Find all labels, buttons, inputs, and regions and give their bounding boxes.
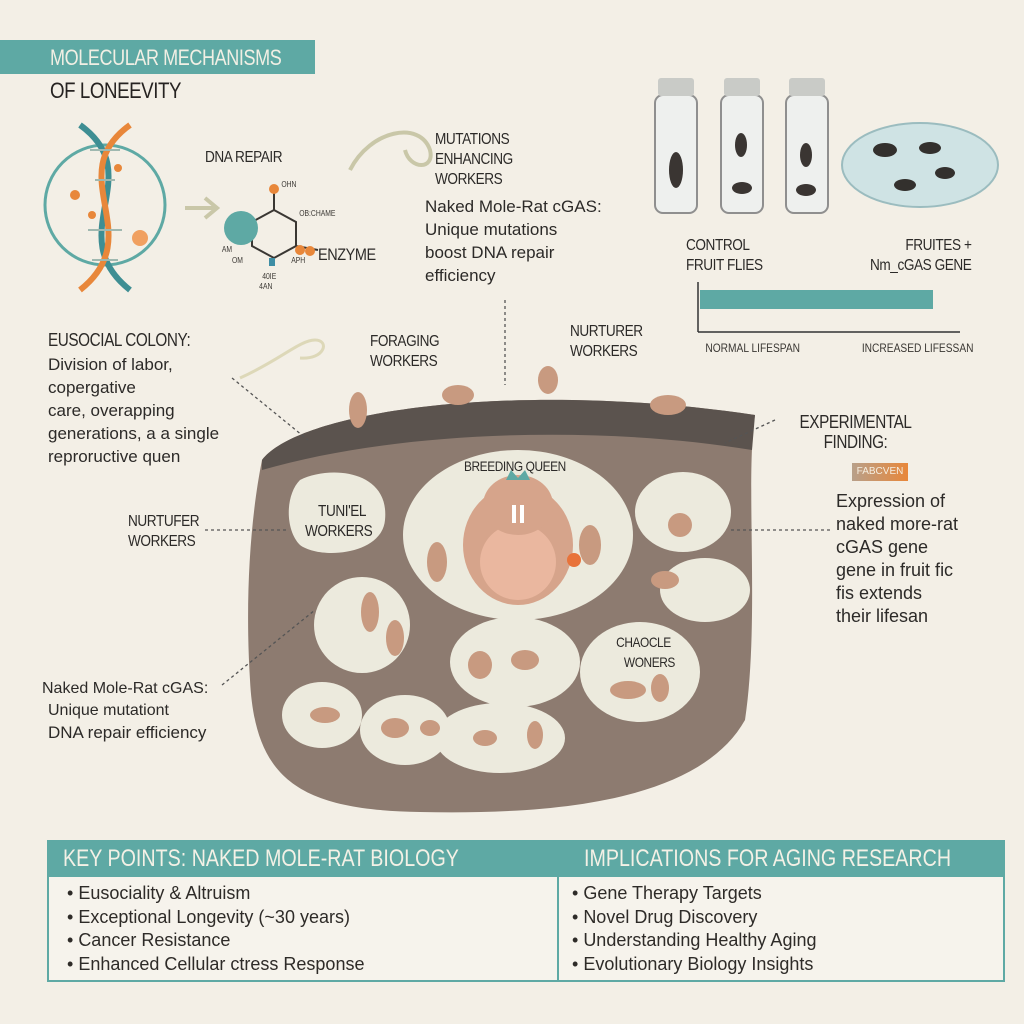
molecule-label: OM (231, 256, 243, 265)
title-band (0, 40, 315, 74)
molecule-label: AM (221, 245, 233, 254)
text-line: Naked Mole-Rat cGAS: (425, 197, 602, 216)
finding-title: EXPERIMENTAL FINDING: (796, 412, 915, 452)
list-item: Gene Therapy Targets (572, 882, 816, 906)
text-line: gene in fruit fic (836, 560, 954, 580)
text-line: Expression of (836, 491, 946, 511)
text-line: Division of labor, (48, 355, 173, 374)
text-line: care, overapping (48, 401, 175, 420)
cgas-note: Naked Mole-Rat cGAS: Unique mutations bo… (425, 195, 602, 287)
text-line: CONTROL (686, 237, 750, 254)
molecule-label: 4AN (259, 282, 273, 291)
text-line: boost DNA repair (425, 243, 555, 262)
finding-badge: FABCVEN (852, 463, 908, 481)
dna-helix-icon (43, 122, 167, 293)
list-item: Exceptional Longevity (~30 years) (67, 906, 364, 930)
tunnel-workers-label: TUNI'EL WORKERS (305, 502, 373, 542)
chamber-tunnel-workers (288, 472, 386, 553)
foraging-workers-label: FORAGING WORKERS (370, 332, 440, 372)
text-line: WORKERS (305, 523, 373, 540)
breeding-queen-icon (463, 470, 573, 605)
list-item: Novel Drug Discovery (572, 906, 816, 930)
text-line: FRUITES + (905, 237, 972, 254)
key-points-title: KEY POINTS: NAKED MOLE-RAT BIOLOGY (63, 845, 459, 872)
text-line: Naked Mole-Rat cGAS: (42, 680, 209, 697)
text-line: NURTURER (570, 323, 643, 340)
page-title: MOLECULAR MECHANISMS (50, 45, 282, 70)
panel-header (49, 842, 1003, 877)
molecule-icon (224, 184, 319, 266)
list-item: Evolutionary Biology Insights (572, 953, 816, 977)
text-line: copergative (48, 378, 136, 397)
molecule-label: APH (291, 256, 306, 265)
text-line: EXPERIMENTAL (799, 412, 912, 432)
x-axis-right-label: INCREASED LIFESSAN (861, 341, 974, 355)
lifespan-chart (697, 282, 960, 333)
mole-rat-workers (310, 366, 692, 749)
breeding-queen-label: BREEDING QUEEN (464, 458, 566, 474)
leader-lines (205, 300, 830, 686)
mutations-title: MUTATIONS ENHANCING WORKERS (435, 131, 513, 188)
control-label: CONTROL FRUIT FLIES (686, 236, 763, 276)
text-line: NURTUFER (128, 513, 200, 530)
text-line: Nm_cGAS GENE (870, 257, 972, 274)
list-item: Cancer Resistance (67, 929, 364, 953)
key-points-list: Eusociality & Altruism Exceptional Longe… (67, 882, 364, 976)
nurturer-workers-label: NURTURER WORKERS (570, 322, 643, 362)
implications-title: IMPLICATIONS FOR AGING RESEARCH (584, 845, 952, 872)
curly-arrow-icon (348, 130, 433, 171)
burrow-illustration (248, 366, 756, 813)
text-line: naked more-rat (836, 514, 959, 534)
molecule-label: 40IE (262, 272, 277, 281)
panel-divider (557, 877, 559, 982)
text-line: TUNI'EL (318, 503, 367, 520)
list-item: Eusociality & Altruism (67, 882, 364, 906)
text-line: DNA repair efficiency (48, 723, 207, 742)
summary-panel: KEY POINTS: NAKED MOLE-RAT BIOLOGY IMPLI… (47, 840, 1005, 982)
text-line: FORAGING (370, 333, 440, 350)
eusocial-title: EUSOCIAL COLONY: (48, 330, 191, 350)
page-subtitle: OF LONEEVITY (50, 78, 182, 103)
chamber-workers-label: CHAOCLE WONERS (612, 632, 675, 672)
x-axis-left-label: NORMAL LIFESPAN (705, 341, 801, 355)
text-line: efficiency (425, 266, 496, 285)
molecule-label: OB:CHAME (299, 209, 336, 218)
implications-list: Gene Therapy Targets Novel Drug Discover… (572, 882, 816, 976)
lifespan-bar (700, 290, 933, 309)
text-line: FINDING: (823, 432, 888, 452)
treated-label: FRUITES + Nm_cGAS GENE (870, 236, 972, 276)
text-line: Unique mutations (425, 220, 558, 239)
text-line: cGAS gene (836, 537, 929, 557)
finding-text: Expression of naked more-rat cGAS gene g… (836, 490, 958, 628)
fruit-fly-vials-icon (654, 78, 999, 214)
arrow-icon (185, 196, 221, 220)
text-line: reproructive quen (48, 447, 181, 466)
curly-arrow-icon (239, 338, 325, 380)
list-item: Understanding Healthy Aging (572, 929, 816, 953)
text-line: WORKERS (570, 343, 638, 360)
text-line: WORKERS (370, 353, 438, 370)
text-line: WONERS (623, 654, 675, 670)
text-line: their lifesan (836, 606, 929, 626)
text-line: WORKERS (128, 533, 196, 550)
text-line: FRUIT FLIES (686, 257, 763, 274)
text-line: generations, a a single (48, 424, 220, 443)
text-line: CHAOCLE (616, 634, 671, 650)
dna-repair-label: DNA REPAIR (205, 149, 283, 166)
eusocial-text: Division of labor, copergative care, ove… (48, 353, 219, 468)
text-line: Unique mutationt (48, 702, 169, 719)
list-item: Enhanced Cellular ctress Response (67, 953, 364, 977)
enzyme-label: ENZYME (318, 245, 376, 264)
cgas-left-note: Naked Mole-Rat cGAS: Unique mutationt DN… (42, 678, 208, 744)
text-line: fis extends (836, 583, 923, 603)
molecule-label: OHN (281, 180, 297, 189)
nurturer-workers-left-label: NURTUFER WORKERS (128, 512, 200, 552)
